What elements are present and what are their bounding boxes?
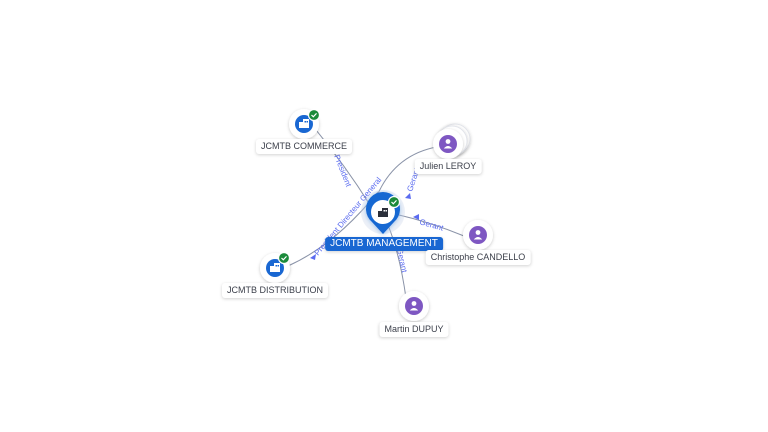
edge-label-candello: Gerant xyxy=(418,217,445,233)
label-center[interactable]: JCMTB MANAGEMENT xyxy=(325,237,443,251)
arrow-distribution xyxy=(310,254,316,260)
label-commerce[interactable]: JCMTB COMMERCE xyxy=(256,139,352,154)
edge-candello xyxy=(394,213,465,237)
building-icon xyxy=(299,119,309,128)
node-candello[interactable] xyxy=(463,220,493,250)
edge-label-commerce: President xyxy=(332,153,353,188)
label-candello[interactable]: Christophe CANDELLO xyxy=(425,250,531,265)
edge-commerce xyxy=(311,124,371,206)
verified-icon xyxy=(277,251,291,265)
person-icon xyxy=(409,301,419,311)
node-commerce[interactable] xyxy=(289,108,321,139)
edge-arrows xyxy=(310,193,419,260)
label-dupuy[interactable]: Martin DUPUY xyxy=(379,322,449,337)
label-distribution[interactable]: JCMTB DISTRIBUTION xyxy=(222,283,328,298)
node-dupuy[interactable] xyxy=(399,291,429,321)
verified-icon xyxy=(387,195,401,209)
person-icon xyxy=(473,230,483,240)
building-icon xyxy=(378,208,388,217)
edge-label-dupuy: Gerant xyxy=(395,248,409,275)
node-center[interactable] xyxy=(361,190,405,234)
node-distribution[interactable] xyxy=(260,251,291,284)
node-leroy[interactable] xyxy=(433,123,471,159)
building-icon xyxy=(270,263,280,272)
verified-icon xyxy=(307,108,321,122)
person-icon xyxy=(443,139,453,149)
label-leroy[interactable]: Julien LEROY xyxy=(414,159,482,174)
edge-dupuy xyxy=(387,224,407,299)
arrow-candello xyxy=(413,214,419,220)
arrow-leroy xyxy=(405,193,411,199)
